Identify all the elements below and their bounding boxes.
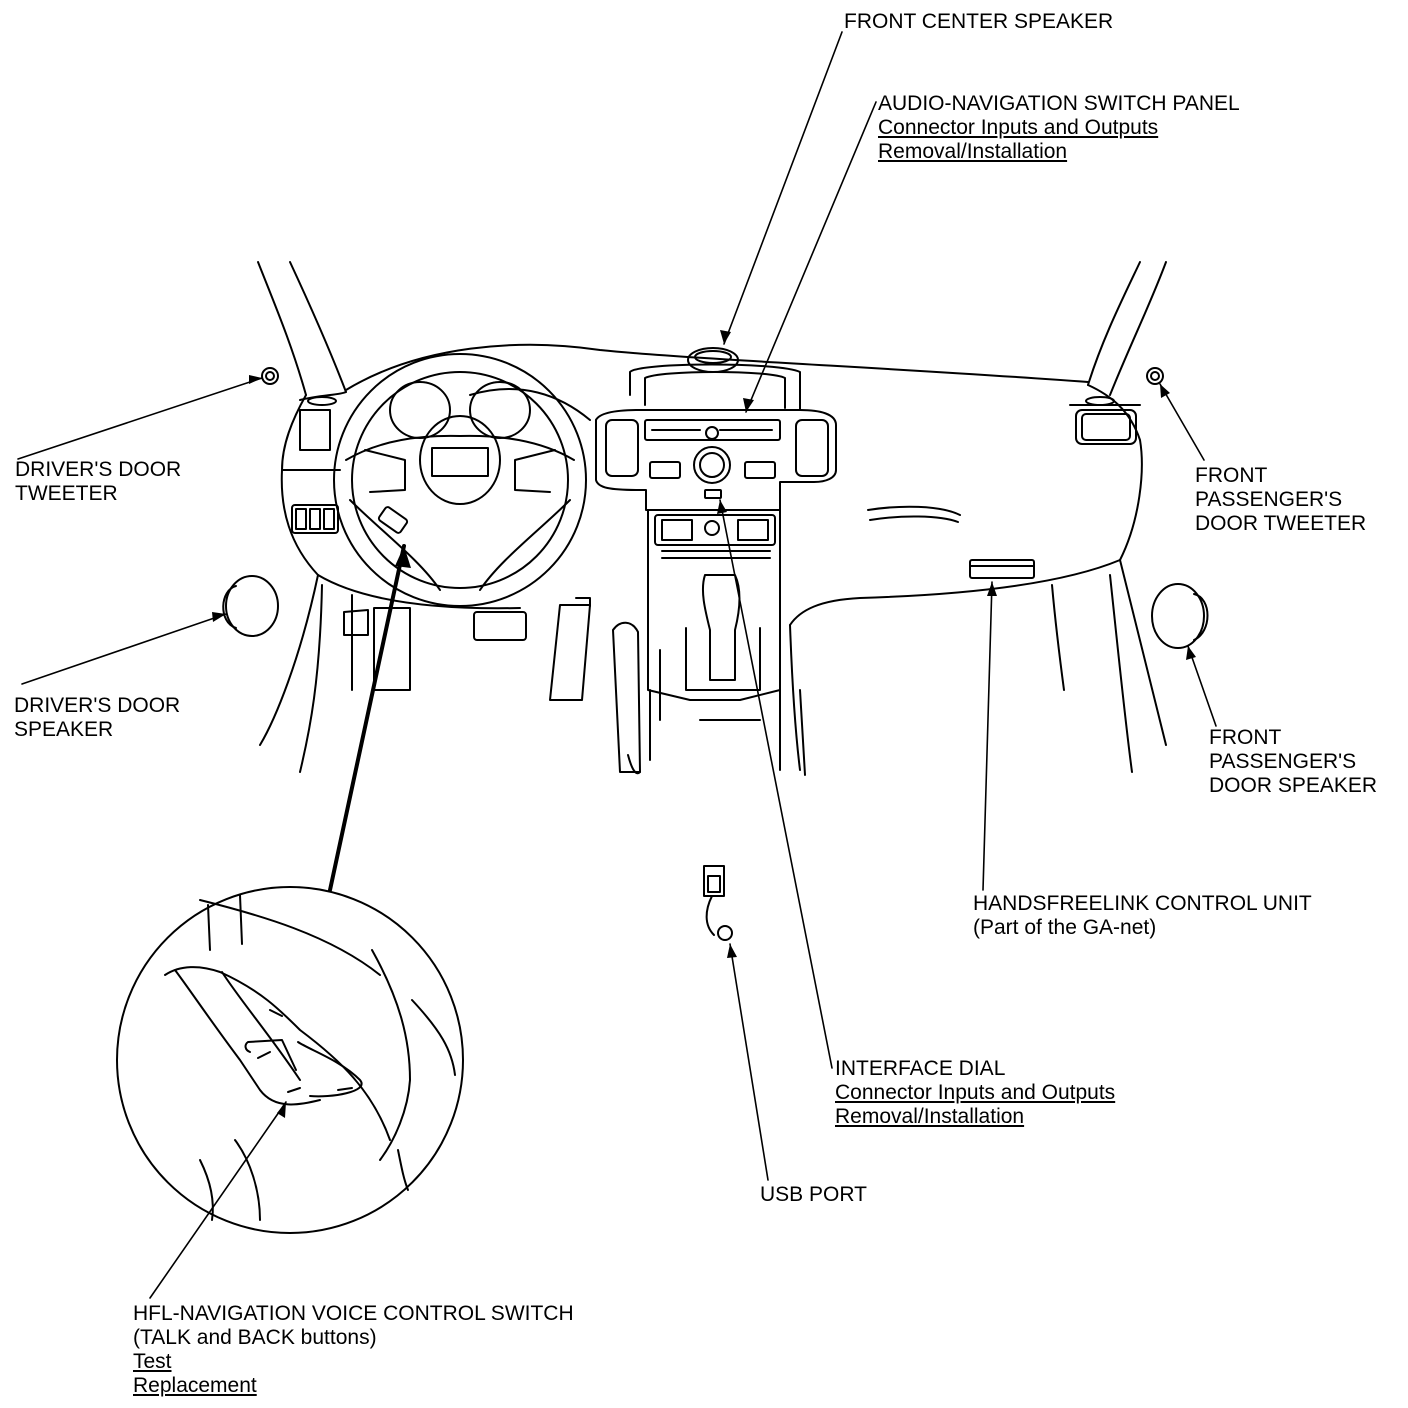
front-center-speaker-graphic [687, 347, 739, 373]
drivers-door-tweeter-label: DRIVER'S DOOR TWEETER [15, 458, 181, 506]
front-center-speaker-label: FRONT CENTER SPEAKER [844, 10, 1113, 34]
audio-panel-connector-link[interactable]: Connector Inputs and Outputs [878, 116, 1159, 139]
handsfreelink-unit-line2: (Part of the GA-net) [973, 916, 1157, 939]
audio-navigation-panel-title: AUDIO-NAVIGATION SWITCH PANEL [878, 92, 1240, 115]
usb-port-text: USB PORT [760, 1183, 867, 1206]
hfl-switch-line1: HFL-NAVIGATION VOICE CONTROL SWITCH [133, 1302, 574, 1325]
interface-dial-label: INTERFACE DIAL Connector Inputs and Outp… [835, 1057, 1115, 1129]
front-center-speaker-text: FRONT CENTER SPEAKER [844, 10, 1114, 33]
dashboard-body [280, 384, 1143, 626]
arrowheads [212, 330, 1196, 1118]
handsfreelink-unit-line1: HANDSFREELINK CONTROL UNIT [973, 892, 1312, 915]
hfl-switch-label: HFL-NAVIGATION VOICE CONTROL SWITCH (TAL… [133, 1302, 574, 1398]
usb-port-label: USB PORT [760, 1183, 867, 1207]
passenger-tweeter-line1: FRONT [1195, 464, 1268, 487]
leader-lines [17, 31, 1217, 1299]
drivers-door-tweeter-line1: DRIVER'S DOOR [15, 458, 182, 481]
interface-dial-removal-link[interactable]: Removal/Installation [835, 1105, 1025, 1128]
handsfreelink-unit-graphic [969, 559, 1035, 579]
pedals-and-floor [259, 559, 1167, 775]
interface-dial-title: INTERFACE DIAL [835, 1057, 1006, 1080]
detail-magnifier [116, 886, 464, 1234]
audio-navigation-panel-label: AUDIO-NAVIGATION SWITCH PANEL Connector … [878, 92, 1240, 164]
drivers-door-speaker-label: DRIVER'S DOOR SPEAKER [14, 694, 180, 742]
front-passenger-door-speaker-label: FRONT PASSENGER'S DOOR SPEAKER [1209, 726, 1377, 798]
audio-panel-removal-link[interactable]: Removal/Installation [878, 140, 1068, 163]
windshield-frame [257, 261, 1167, 396]
handsfreelink-unit-label: HANDSFREELINK CONTROL UNIT (Part of the … [973, 892, 1312, 940]
hfl-switch-replacement-link[interactable]: Replacement [133, 1374, 257, 1397]
drivers-door-speaker-line2: SPEAKER [14, 718, 114, 741]
passenger-speaker-line3: DOOR SPEAKER [1209, 774, 1378, 797]
hfl-switch-line2: (TALK and BACK buttons) [133, 1326, 377, 1349]
speaker-graphics [222, 367, 1209, 649]
usb-port-graphic [703, 865, 733, 941]
hfl-switch-test-link[interactable]: Test [133, 1350, 172, 1373]
passenger-tweeter-line2: PASSENGER'S [1195, 488, 1343, 511]
passenger-speaker-line2: PASSENGER'S [1209, 750, 1357, 773]
steering-wheel [333, 353, 587, 607]
drivers-door-tweeter-line2: TWEETER [15, 482, 118, 505]
front-passenger-door-tweeter-label: FRONT PASSENGER'S DOOR TWEETER [1195, 464, 1366, 536]
interface-dial-connector-link[interactable]: Connector Inputs and Outputs [835, 1081, 1116, 1104]
passenger-speaker-line1: FRONT [1209, 726, 1282, 749]
passenger-tweeter-line3: DOOR TWEETER [1195, 512, 1367, 535]
drivers-door-speaker-line1: DRIVER'S DOOR [14, 694, 181, 717]
center-stack [595, 363, 837, 776]
